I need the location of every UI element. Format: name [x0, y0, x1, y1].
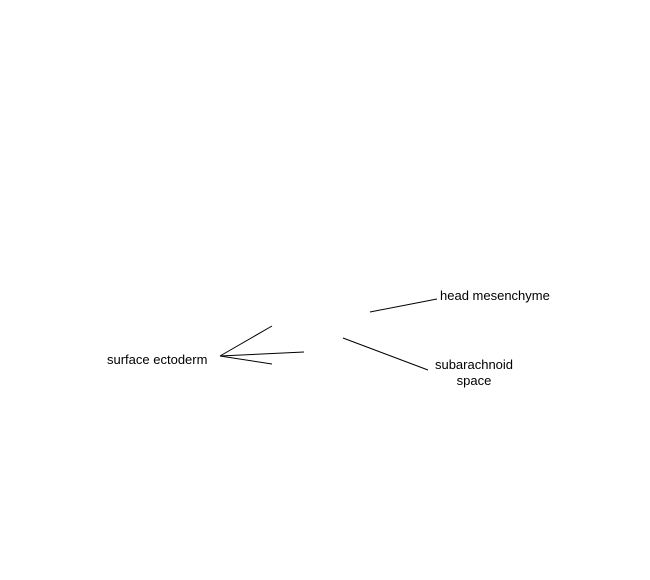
label-subarachnoid-space-line1: subarachnoid [434, 357, 514, 372]
label-surface-ectoderm: surface ectoderm [107, 352, 208, 367]
leader-line-head-mesenchyme [369, 298, 438, 313]
leader-line-subarachnoid-space [342, 337, 429, 371]
label-subarachnoid-space-line2: space [456, 373, 492, 388]
label-head-mesenchyme: head mesenchyme [440, 288, 550, 303]
leader-line-surface-ectoderm-middle [219, 351, 305, 357]
leader-line-surface-ectoderm-upper [219, 325, 273, 357]
label-subarachnoid-space: subarachnoid space [426, 357, 522, 389]
leader-line-surface-ectoderm-lower [219, 355, 273, 365]
